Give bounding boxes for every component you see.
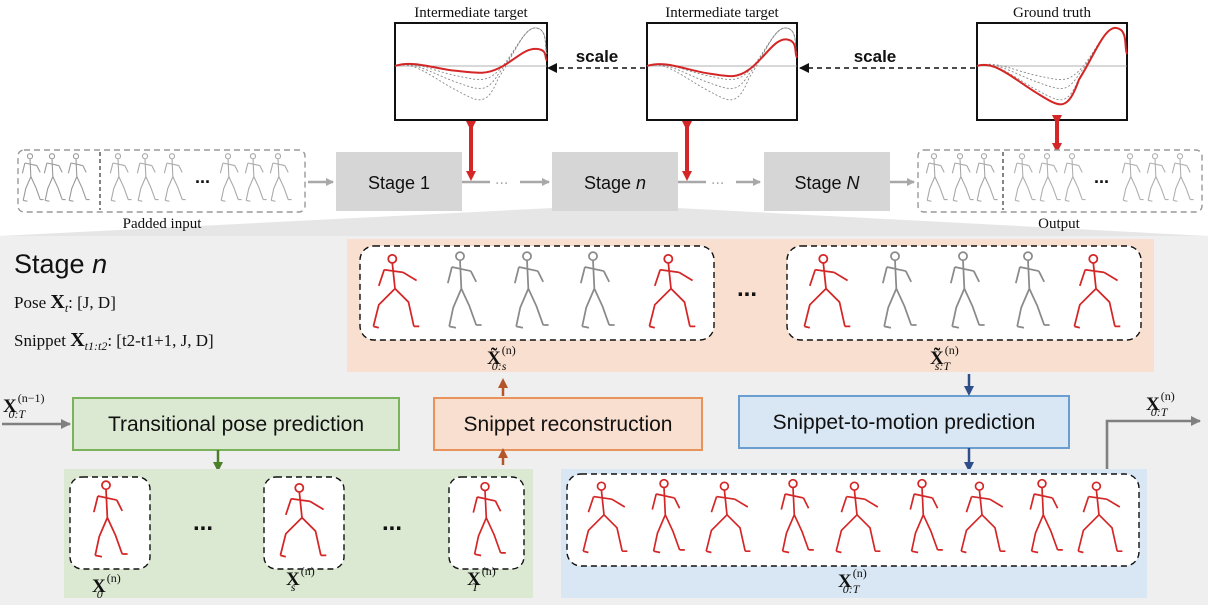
snippet-to-motion-module	[738, 395, 1070, 449]
padded-input-label: Padded input	[123, 216, 203, 232]
stage-n-label: Stage n	[584, 173, 646, 193]
stage-N-box	[764, 152, 890, 211]
pose-label-T: X(n)T	[467, 564, 496, 594]
snippet-ellipsis: ...	[737, 275, 757, 302]
chart-3: Ground truth	[976, 5, 1128, 121]
flow-dots-1: ...	[495, 171, 508, 188]
padded-input-ellipsis: ...	[195, 167, 210, 187]
motion-label: X(n)0:T	[838, 566, 867, 596]
pose-label-s: X(n)s	[286, 564, 315, 594]
chart-target-curve	[394, 47, 548, 74]
flow-dots-2: ...	[711, 171, 724, 188]
pose-definition: Pose Xt: [J, D]	[14, 291, 116, 315]
chart-reference-curve	[394, 27, 548, 89]
stage-1-label: Stage 1	[368, 173, 430, 193]
chart-1: Intermediate target	[394, 5, 548, 121]
scale-label-1: scale	[576, 47, 619, 66]
chart-target-curve	[646, 38, 798, 78]
chart-target-curve	[976, 27, 1128, 106]
stage-n-box	[552, 152, 678, 211]
pose-label-0: X(n)0	[92, 571, 121, 601]
snippet-definition: Snippet Xt1:t2: [t2-t1+1, J, D]	[14, 329, 214, 353]
chart-reference-curve	[646, 27, 798, 89]
motion-box	[566, 473, 1140, 567]
transitional-module-label: Transitional pose prediction	[108, 413, 364, 436]
stage-N-label: Stage N	[794, 173, 860, 193]
padded-input-strip	[17, 149, 306, 213]
snippet-label-2: X̃(n)s:T	[930, 343, 959, 373]
snippet-box-2	[786, 245, 1142, 341]
output-arrow	[1105, 416, 1201, 470]
chart-title: Ground truth	[1013, 5, 1091, 21]
pose-ellipsis-1: ...	[193, 509, 213, 536]
chart-frame	[646, 22, 798, 121]
chart-title: Intermediate target	[665, 5, 779, 21]
transitional-module	[72, 397, 400, 451]
snippet-recon-module	[433, 397, 703, 451]
chart-frame	[976, 22, 1128, 121]
scale-label-2: scale	[854, 47, 897, 66]
output-strip	[917, 149, 1203, 213]
snippet-to-motion-module-label: Snippet-to-motion prediction	[773, 411, 1036, 434]
stage-1-box	[336, 152, 462, 211]
chart-2: Intermediate target	[646, 5, 798, 121]
chart-title: Intermediate target	[414, 5, 528, 21]
output-ellipsis: ...	[1094, 167, 1109, 187]
pose-box-s	[263, 476, 345, 570]
snippet-box-1	[359, 245, 715, 341]
snippet-recon-module-label: Snippet reconstruction	[464, 413, 673, 436]
stage-detail-connector	[0, 208, 1208, 236]
pose-ellipsis-2: ...	[382, 509, 402, 536]
pose-box-T	[448, 476, 525, 570]
output-symbol: X(n)0:T	[1146, 389, 1175, 419]
input-symbol: X(n−1)0:T	[3, 391, 45, 421]
output-label: Output	[1038, 216, 1081, 232]
stage-detail-title: Stage n	[14, 249, 107, 279]
snippet-label-1: X̃(n)0:s	[487, 343, 516, 373]
chart-reference-curve	[646, 27, 798, 101]
